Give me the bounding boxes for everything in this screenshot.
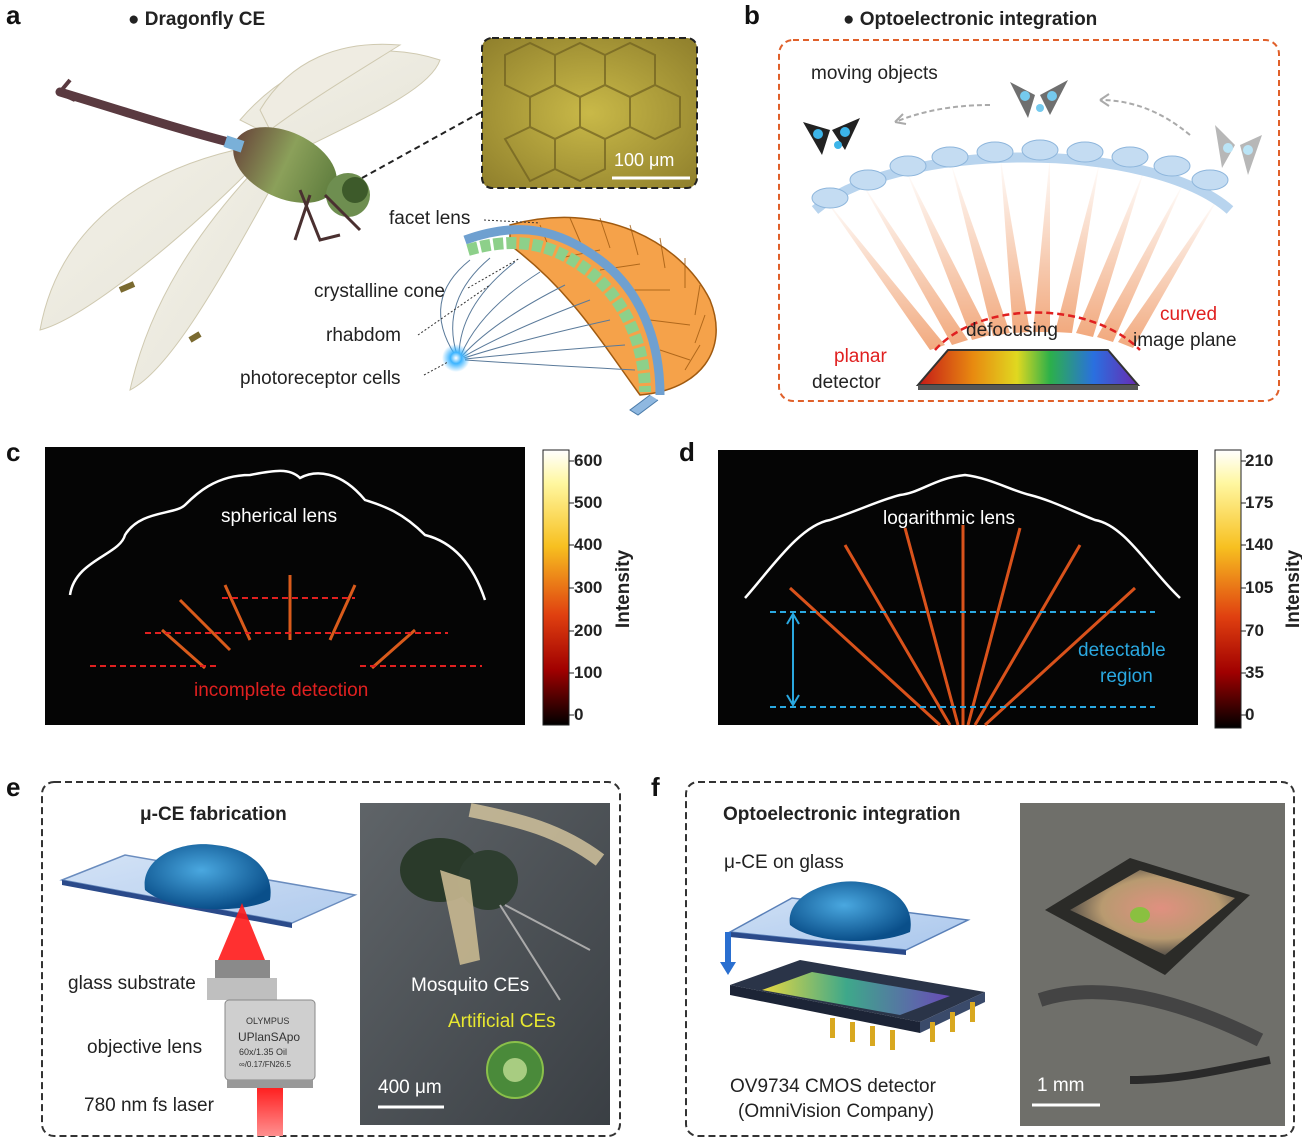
label-rhabdom: rhabdom (326, 325, 401, 346)
label-uce-on-glass: μ-CE on glass (724, 852, 844, 873)
panel-title-e: μ-CE fabrication (140, 804, 287, 825)
cbar-c-tick: 400 (574, 535, 603, 554)
device-illustration (1037, 858, 1271, 1084)
cbar-c-tick: 500 (574, 493, 603, 512)
label-facet-lens: facet lens (389, 208, 471, 229)
panel-label-b: b (744, 0, 760, 30)
focal-streaks-c (161, 575, 416, 670)
lens-model: UPlanSApo (238, 1030, 301, 1044)
label-glass-substrate: glass substrate (68, 973, 196, 994)
panel-label-f: f (651, 772, 660, 802)
detector-planes-c (90, 597, 482, 667)
lens-bumps (811, 139, 1229, 209)
panel-e-frame (41, 781, 621, 1137)
cbar-d-tick: 70 (1245, 621, 1264, 640)
label-defocusing: defocusing (966, 320, 1058, 341)
label-laser: 780 nm fs laser (84, 1095, 214, 1116)
uce-dome-f (789, 881, 911, 942)
butterfly-icon (1010, 80, 1068, 118)
label-detector: detector (812, 372, 881, 393)
panel-title-b-text: Optoelectronic integration (859, 9, 1098, 30)
panel-title-a: ● Dragonfly CE (128, 9, 266, 30)
mosquito-illustration (400, 803, 605, 1099)
cbar-c-tick: 300 (574, 578, 603, 597)
motion-arrows (894, 93, 1191, 136)
ommatidia-diagram (440, 216, 717, 416)
colorbar-d (1214, 449, 1242, 729)
scale-label-e: 400 μm (378, 1077, 442, 1098)
panel-f-frame (685, 781, 1295, 1137)
label-planar: planar (834, 346, 887, 367)
label-photoreceptor-cells: photoreceptor cells (240, 368, 401, 389)
label-detectable: detectable (1078, 640, 1166, 661)
lens-spec-2: ∞/0.17/FN26.5 (239, 1060, 291, 1069)
cbar-c-tick: 100 (574, 663, 603, 682)
label-moving-objects: moving objects (811, 63, 938, 84)
cbar-d-label: Intensity (1283, 549, 1302, 629)
butterfly-icon (803, 118, 860, 155)
panel-title-f: Optoelectronic integration (723, 804, 961, 825)
curved-image-plane (934, 311, 1141, 351)
planar-detector (915, 349, 1141, 386)
laser-cone (218, 903, 265, 960)
cbar-c-label: Intensity (613, 549, 635, 629)
panel-label-c: c (6, 437, 21, 467)
simulation-d-canvas (718, 450, 1198, 725)
spherical-lens-outline (68, 469, 487, 601)
label-region: region (1100, 666, 1153, 687)
label-cmos-detector: OV9734 CMOS detector (730, 1076, 936, 1097)
leader-lines-a (417, 219, 541, 376)
objective-lens-body (207, 960, 316, 1088)
cbar-c-tick: 0 (574, 705, 584, 724)
cmos-chip (730, 960, 985, 1050)
detectable-region-marker (770, 611, 1155, 708)
down-arrow-icon (720, 932, 736, 975)
logarithmic-lens-outline (744, 473, 1181, 599)
panel-label-a: a (6, 0, 21, 30)
cbar-d-tick: 105 (1245, 578, 1274, 597)
label-curved: curved (1160, 304, 1218, 325)
label-logarithmic-lens: logarithmic lens (883, 508, 1015, 529)
label-crystalline-cone: crystalline cone (314, 281, 445, 302)
label-spherical-lens: spherical lens (221, 506, 338, 527)
cbar-d-tick: 35 (1245, 663, 1264, 682)
label-artificial-ces: Artificial CEs (448, 1011, 556, 1032)
colorbar-c-ticks (569, 460, 574, 716)
cbar-d-tick: 0 (1245, 705, 1255, 724)
cbar-c-tick: 600 (574, 451, 603, 470)
panel-b-frame (778, 39, 1280, 402)
panel-label-e: e (6, 772, 21, 802)
label-incomplete-detection: incomplete detection (194, 680, 369, 701)
colorbar-d-ticks (1241, 460, 1246, 716)
label-image-plane: image plane (1133, 330, 1237, 351)
lens-brand: OLYMPUS (246, 1016, 290, 1026)
lens-spec: 60x/1.35 Oil (239, 1047, 288, 1057)
panel-title-a-text: Dragonfly CE (144, 9, 266, 30)
label-objective-lens: objective lens (87, 1037, 203, 1058)
focal-streaks-d (788, 525, 1137, 727)
dragonfly-illustration (39, 43, 441, 391)
uce-dome (144, 844, 271, 910)
photoreceptor-glow (442, 344, 470, 372)
ray-fans (822, 155, 1220, 350)
zoom-connector (361, 109, 486, 179)
panel-label-d: d (679, 437, 695, 467)
facet-micrograph (481, 37, 698, 189)
cbar-d-tick: 210 (1245, 451, 1274, 470)
label-mosquito-ces: Mosquito CEs (411, 975, 530, 996)
cbar-d-tick: 140 (1245, 535, 1274, 554)
scale-label-f: 1 mm (1037, 1075, 1085, 1096)
panel-title-b: ● Optoelectronic integration (843, 9, 1098, 30)
cbar-c-tick: 200 (574, 621, 603, 640)
label-omnivision: (OmniVision Company) (738, 1101, 935, 1122)
cbar-d-tick: 175 (1245, 493, 1274, 512)
colorbar-c (542, 449, 570, 726)
simulation-c-canvas (45, 447, 525, 725)
laser-beam (257, 1088, 283, 1136)
scale-label-a: 100 μm (614, 150, 675, 170)
butterfly-icon (1215, 125, 1262, 175)
